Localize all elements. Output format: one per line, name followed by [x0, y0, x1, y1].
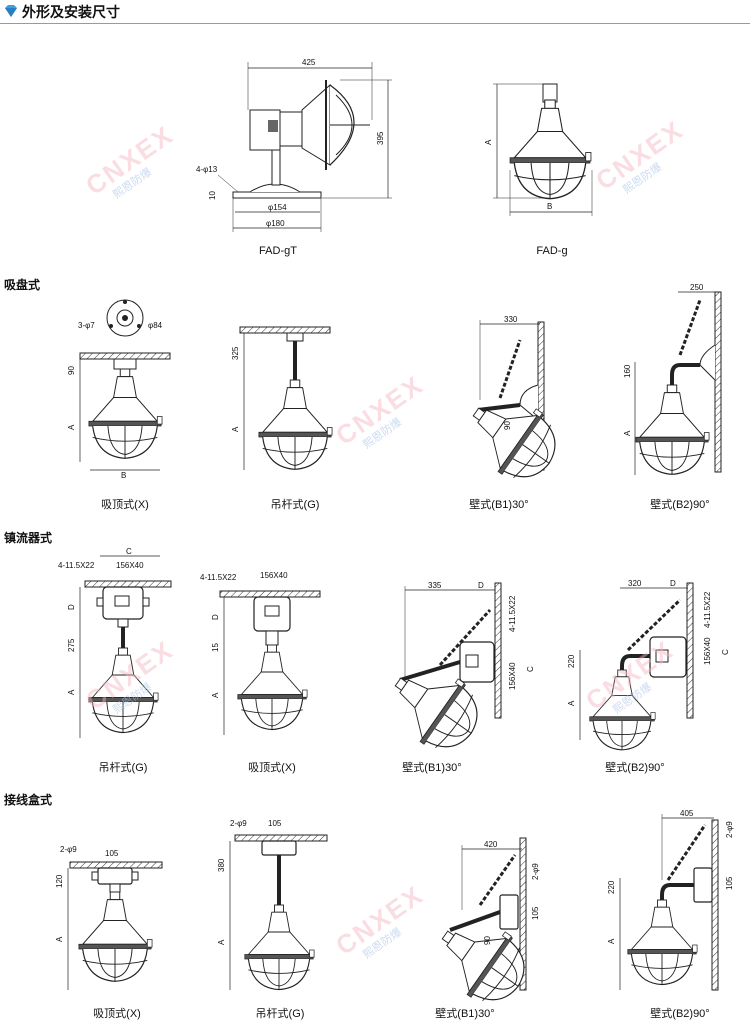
caption-fad-gt: FAD-gT: [259, 245, 297, 257]
cx-dia-label: φ84: [148, 321, 163, 330]
section-title-ballast: 镇流器式: [4, 531, 53, 545]
jb1-len-label: 420: [484, 840, 498, 849]
g-b-label: B: [547, 202, 552, 211]
ballast-b2-drawing: 320 D 4-11.5X22 156X40 C 220 A: [567, 579, 730, 751]
bb2-h-label: 220: [567, 654, 576, 668]
caption-junction-b1: 壁式(B1)30°: [435, 1008, 495, 1020]
bg-d-label: D: [67, 604, 76, 610]
jx-a-label: A: [55, 936, 64, 942]
caption-fad-g: FAD-g: [536, 245, 568, 257]
bg-len-label: 275: [67, 638, 76, 652]
bx-a-label: A: [211, 692, 220, 698]
gt-holes-label: 4-φ13: [196, 165, 218, 174]
bb1-box-label: 156X40: [508, 662, 517, 690]
ballast-b1-drawing: 335 D 4-11.5X22 156X40 C: [377, 581, 535, 763]
ballast-g-drawing: 4-11.5X22 156X40 C D 275 A: [58, 547, 172, 738]
jb2-holes-label: 2-φ9: [725, 821, 734, 838]
ceiling-b1-drawing: 330 90: [455, 315, 570, 493]
section-title-ceiling: 吸盘式: [4, 278, 41, 292]
caption-junction-b2: 壁式(B2)90°: [650, 1008, 710, 1020]
gt-d1-label: φ154: [268, 203, 287, 212]
caption-junction-g: 吊杆式(G): [255, 1008, 305, 1020]
caption-ceiling-b1: 壁式(B1)30°: [469, 499, 529, 511]
cx-b-label: B: [121, 471, 126, 480]
bb1-d-label: D: [478, 581, 484, 590]
gt-base-label: 10: [208, 191, 217, 200]
ballast-x-drawing: 4-11.5X22 156X40 D 15 A: [200, 571, 321, 735]
caption-ceiling-g: 吊杆式(G): [270, 499, 320, 511]
bg-box-label: 156X40: [116, 561, 144, 570]
bb2-slot-label: 4-11.5X22: [703, 591, 712, 628]
cg-a-label: A: [231, 426, 240, 432]
fad-gt-drawing: 425 395 4-φ13 10 φ154 φ180: [196, 58, 392, 232]
jg-box-label: 105: [268, 819, 282, 828]
cx-a-label: A: [67, 424, 76, 430]
gt-width-label: 425: [302, 58, 316, 67]
gt-height-label: 395: [376, 131, 385, 145]
gt-d2-label: φ180: [266, 219, 285, 228]
cg-len-label: 325: [231, 346, 240, 360]
jb2-len-label: 405: [680, 809, 694, 818]
junction-g-drawing: 2-φ9 105 380 A: [217, 819, 328, 991]
bx-slot-label: 4-11.5X22: [200, 573, 237, 582]
bb2-a-label: A: [567, 700, 576, 706]
header-title: 外形及安装尺寸: [22, 4, 120, 20]
cx-top-label: 90: [67, 366, 76, 375]
bb2-len-label: 320: [628, 579, 642, 588]
bx-gap-label: 15: [211, 643, 220, 652]
cb1-len-label: 330: [504, 315, 518, 324]
caption-ballast-b1: 壁式(B1)30°: [402, 762, 462, 774]
jb1-holes-label: 2-φ9: [531, 863, 540, 880]
bb1-c-label: C: [526, 666, 535, 672]
bg-c-label: C: [126, 547, 132, 556]
jb2-box-label: 105: [725, 876, 734, 890]
g-a-label: A: [484, 139, 493, 145]
bg-slot-label: 4-11.5X22: [58, 561, 95, 570]
cb2-len-label: 250: [690, 283, 704, 292]
junction-b2-drawing: 405 2-φ9 105 220 A: [607, 809, 734, 991]
caption-ballast-b2: 壁式(B2)90°: [605, 762, 665, 774]
ceiling-g-drawing: 325 A: [231, 326, 333, 470]
ceiling-b2-drawing: 250 160 A: [623, 283, 722, 475]
bb1-len-label: 335: [428, 581, 442, 590]
diamond-icon: [5, 5, 17, 17]
jg-a-label: A: [217, 939, 226, 945]
cx-holes-label: 3-φ7: [78, 321, 95, 330]
jb2-h-label: 220: [607, 880, 616, 894]
section-header: 外形及安装尺寸: [0, 0, 750, 24]
jb2-a-label: A: [607, 938, 616, 944]
caption-ceiling-b2: 壁式(B2)90°: [650, 499, 710, 511]
section-title-junction: 接线盒式: [4, 793, 53, 807]
bx-d-label: D: [211, 614, 220, 620]
ceiling-x-drawing: 3-φ7 φ84 90 A B: [67, 299, 171, 480]
bb2-d-label: D: [670, 579, 676, 588]
bb2-box-label: 156X40: [703, 637, 712, 665]
bb2-c-label: C: [721, 649, 730, 655]
jb1-drop-label: 90: [483, 936, 492, 945]
fad-g-drawing: A B: [484, 83, 593, 216]
bx-box-label: 156X40: [260, 571, 288, 580]
bb1-slot-label: 4-11.5X22: [508, 595, 517, 632]
caption-ballast-x: 吸顶式(X): [248, 762, 296, 774]
jx-h-label: 120: [55, 874, 64, 888]
jg-len-label: 380: [217, 858, 226, 872]
jx-box-label: 105: [105, 849, 119, 858]
cb2-h-label: 160: [623, 364, 632, 378]
cb2-a-label: A: [623, 430, 632, 436]
header-divider: [0, 23, 750, 24]
caption-ceiling-x: 吸顶式(X): [101, 499, 149, 511]
jb1-box-label: 105: [531, 906, 540, 920]
jx-holes-label: 2-φ9: [60, 845, 77, 854]
caption-junction-x: 吸顶式(X): [93, 1008, 141, 1020]
junction-b1-drawing: 420 2-φ9 105 90: [424, 837, 540, 1016]
jg-holes-label: 2-φ9: [230, 819, 247, 828]
bg-a-label: A: [67, 689, 76, 695]
cb1-drop-label: 90: [503, 421, 512, 430]
junction-x-drawing: 2-φ9 105 120 A: [55, 845, 163, 990]
caption-ballast-g: 吊杆式(G): [98, 762, 148, 774]
